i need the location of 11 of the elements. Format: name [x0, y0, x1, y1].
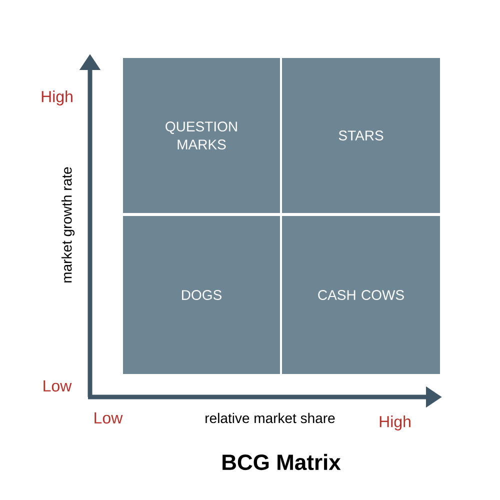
axis-end-label: High — [380, 416, 410, 430]
quadrant-box: QUESTION MARKS — [123, 58, 280, 213]
quadrant-box: STARS — [282, 58, 440, 213]
title: BCG Matrix — [222, 454, 341, 470]
quadrant-box: DOGS — [123, 216, 280, 374]
quadrant-box: CASH COWS — [282, 216, 440, 374]
axis-title: market growth rate — [61, 167, 75, 282]
axis-end-label: Low — [44, 380, 72, 392]
axis-end-label: Low — [94, 412, 123, 424]
axis-title: relative market share — [206, 412, 335, 424]
axis-end-label: High — [42, 90, 72, 106]
